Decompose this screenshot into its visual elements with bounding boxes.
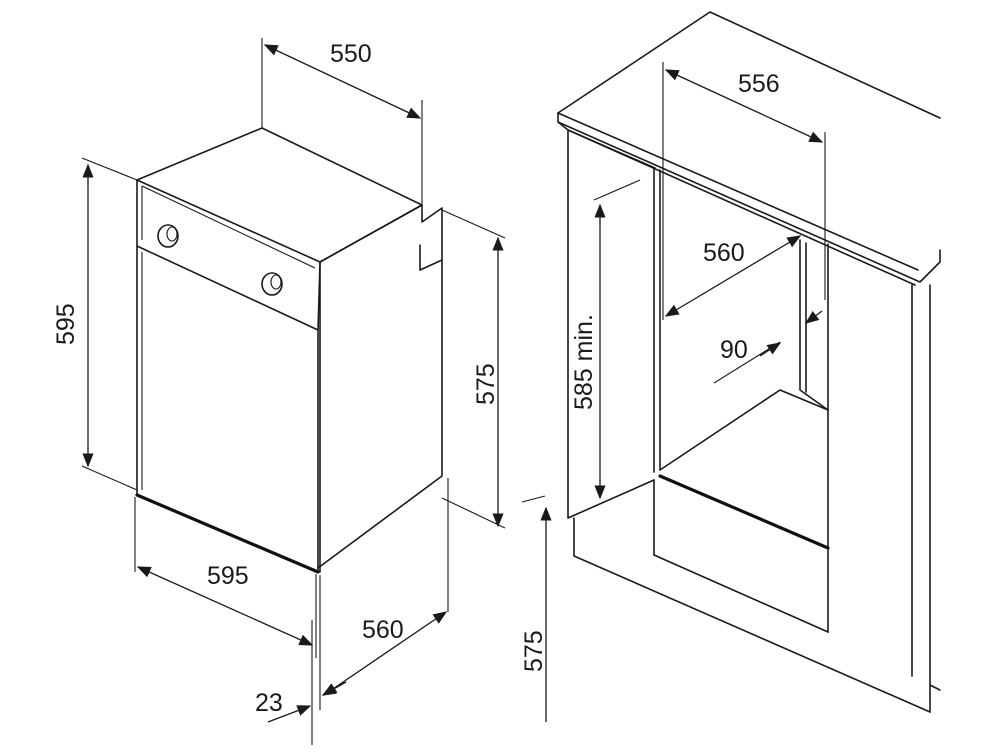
dim-oven-body-height: 575 [441, 209, 506, 529]
oven-door-bottom [135, 493, 320, 574]
dim-oven-front-offset: 23 [255, 620, 347, 745]
label-niche-width: 560 [703, 239, 745, 267]
niche-floor [659, 389, 829, 471]
niche-back [799, 239, 829, 411]
knob-left-icon [157, 224, 179, 248]
cabinet-lower-front [573, 517, 931, 713]
label-niche-height: 585 min. [570, 314, 598, 410]
cabinet-left-panel [567, 129, 655, 519]
label-oven-front-offset: 23 [255, 689, 283, 717]
dim-oven-height: 595 [52, 157, 138, 491]
label-oven-height: 595 [52, 303, 80, 345]
oven-door [136, 245, 319, 573]
dim-oven-depth: 550 [261, 38, 423, 205]
label-niche-rear-gap: 90 [720, 336, 748, 364]
dim-oven-width: 595 [134, 497, 317, 658]
oven-front-frame [136, 179, 321, 331]
oven-drawing: 550 595 575 595 560 [52, 38, 506, 745]
oven-side [319, 204, 443, 271]
dim-niche-width: 560 [664, 235, 802, 317]
countertop [557, 11, 941, 119]
dim-niche-rear-gap: 90 [713, 310, 823, 384]
label-oven-width: 595 [207, 562, 249, 590]
cabinet-drawing: 556 560 90 585 min. 575 [520, 11, 941, 722]
dim-niche-depth: 556 [662, 62, 826, 320]
label-oven-body-height: 575 [472, 363, 500, 405]
label-oven-body-width: 560 [362, 616, 404, 644]
label-niche-depth: 556 [738, 70, 780, 98]
label-niche-floor-height: 575 [520, 630, 548, 672]
label-oven-depth: 550 [330, 40, 372, 68]
oven-top [136, 127, 423, 263]
dim-niche-height: 585 min. [570, 179, 641, 500]
knob-right-icon [261, 272, 283, 296]
dim-niche-floor-height: 575 [520, 495, 552, 722]
dim-oven-body-width: 560 [319, 478, 449, 710]
